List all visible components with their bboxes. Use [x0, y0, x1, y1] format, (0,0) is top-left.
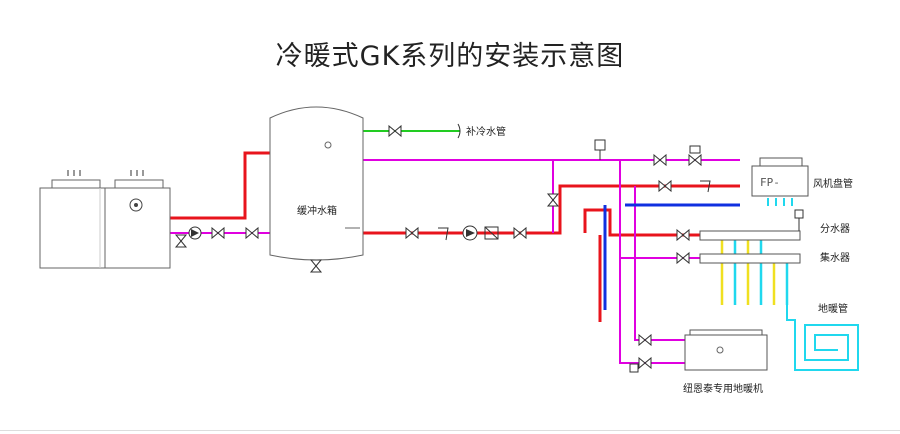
valve-icon [245, 227, 259, 239]
valve-icon [513, 227, 527, 239]
page-title: 冷暖式GK系列的安装示意图 [275, 41, 625, 72]
cold-pipes [603, 203, 740, 310]
makeup-water-label: 补冷水管 [466, 125, 506, 138]
buffer-tank-label: 缓冲水箱 [297, 204, 337, 217]
floor-heating-pipe-label: 地暖管 [818, 302, 848, 315]
valve-icon [676, 229, 690, 241]
valve-icon [638, 334, 652, 346]
filter-icon [438, 227, 449, 241]
motorized-valve-icon [688, 145, 702, 166]
return-pipes [170, 159, 740, 364]
floor-heater-unit [684, 329, 768, 371]
valve-icon [547, 193, 559, 207]
valve-icon [658, 180, 672, 192]
valve-icon [405, 227, 419, 239]
distributor [699, 209, 804, 241]
valve-icon [388, 125, 402, 137]
floor-branch-pipes [720, 240, 789, 305]
check-valve-icon [484, 226, 499, 240]
distributor-label: 分水器 [820, 223, 850, 235]
valve-icon [653, 154, 667, 166]
filter-icon [700, 180, 711, 193]
valve-icon [638, 357, 652, 369]
buffer-tank [269, 106, 364, 273]
pump-icon [462, 225, 478, 241]
heat-pump-unit [39, 170, 171, 269]
air-vent-icon [629, 363, 639, 373]
fan-icon [129, 198, 143, 212]
footer-divider [0, 430, 900, 431]
collector-label: 集水器 [820, 251, 850, 264]
valve-icon [310, 259, 322, 273]
valve-icon [175, 234, 187, 248]
air-vent-icon [594, 139, 606, 160]
floor-heating-coil [786, 305, 859, 371]
fan-coil-label: 风机盘管 [813, 177, 853, 190]
hot-supply-pipes [170, 151, 740, 322]
fan-coil-unit: FP- [751, 157, 809, 197]
collector [699, 253, 801, 264]
floor-heater-label: 纽恩泰专用地暖机 [683, 382, 763, 395]
pump-icon [188, 226, 202, 240]
fan-coil-outlets [767, 198, 793, 206]
valve-icon [676, 252, 690, 264]
valve-icon [211, 227, 225, 239]
fan-coil-display: FP- [760, 176, 780, 189]
